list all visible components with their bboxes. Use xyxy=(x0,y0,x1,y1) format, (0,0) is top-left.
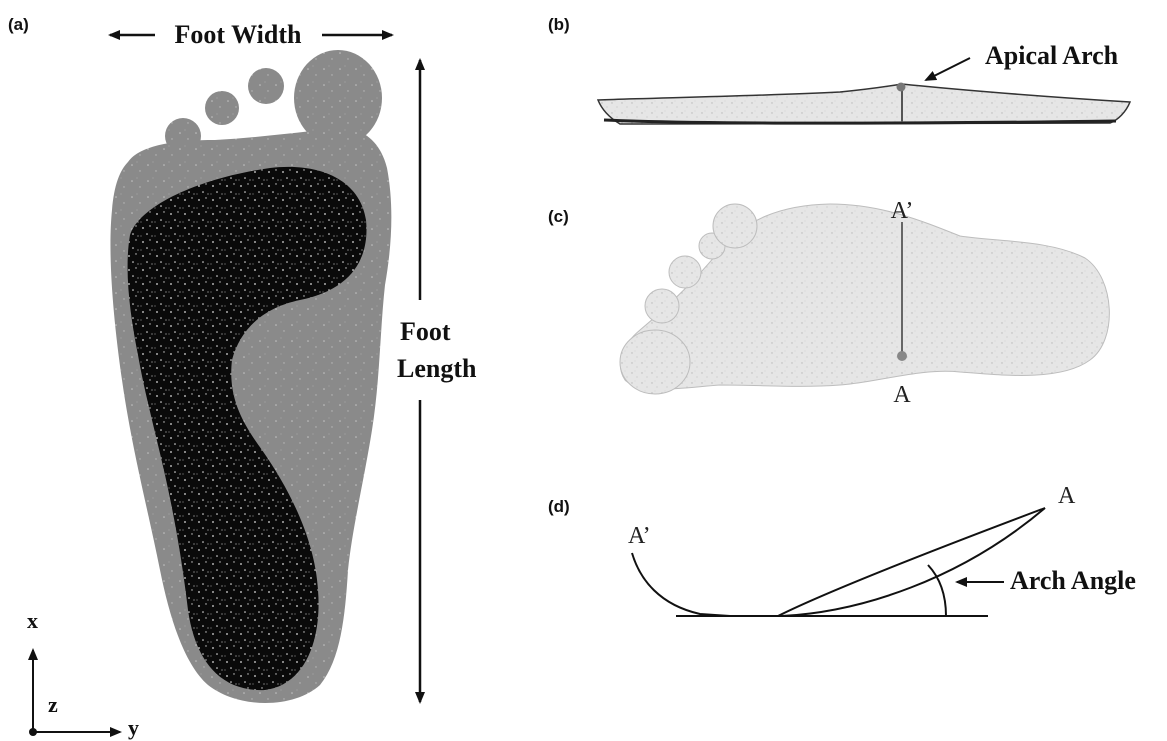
scan-toe-3 xyxy=(669,256,701,288)
scan-toe-2 xyxy=(645,289,679,323)
x-axis-label: x xyxy=(27,608,38,633)
scan-big-toe xyxy=(620,330,690,394)
foot-length-label-line1: Foot xyxy=(400,317,451,346)
plantar-scan xyxy=(620,204,1109,394)
toe-3 xyxy=(205,91,239,125)
apical-arch-label: Apical Arch xyxy=(985,41,1119,70)
section-curve-lower xyxy=(782,508,1045,616)
panel-b: (b) Apical Arch xyxy=(548,15,1130,124)
coordinate-axes: x z y xyxy=(27,608,139,740)
panel-a: (a) Foot Width Foot Length x xyxy=(8,15,477,740)
apical-arch-point xyxy=(897,83,906,92)
foot-length-label-line2: Length xyxy=(397,354,477,383)
scan-toe-5 xyxy=(713,204,757,248)
panel-d-label: (d) xyxy=(548,497,570,516)
panel-b-label: (b) xyxy=(548,15,570,34)
big-toe xyxy=(294,50,382,146)
point-a-prime-label-c: A’ xyxy=(891,198,914,224)
z-axis-origin xyxy=(29,728,37,736)
plantar-scan-sole xyxy=(620,204,1109,389)
section-curve-upper xyxy=(778,508,1045,616)
toe-4 xyxy=(165,118,201,154)
panel-c-label: (c) xyxy=(548,207,569,226)
apical-arch-pointer xyxy=(926,58,970,80)
toe-2 xyxy=(248,68,284,104)
section-curve-left xyxy=(632,553,730,616)
foot-width-label: Foot Width xyxy=(175,20,302,49)
panel-a-label: (a) xyxy=(8,15,29,34)
panel-d: (d) Arch Angle A’ A xyxy=(548,483,1136,616)
arch-angle-label: Arch Angle xyxy=(1010,566,1136,595)
toe-5 xyxy=(133,150,173,190)
point-a-prime-label-d: A’ xyxy=(628,523,651,549)
y-axis-label: y xyxy=(128,715,139,740)
sagittal-profile xyxy=(598,84,1130,124)
point-a-marker xyxy=(897,351,907,361)
point-a-label-d: A xyxy=(1058,483,1076,509)
panel-c: (c) A’ A xyxy=(548,198,1109,408)
point-a-label-c: A xyxy=(893,382,911,408)
z-axis-label: z xyxy=(48,692,58,717)
